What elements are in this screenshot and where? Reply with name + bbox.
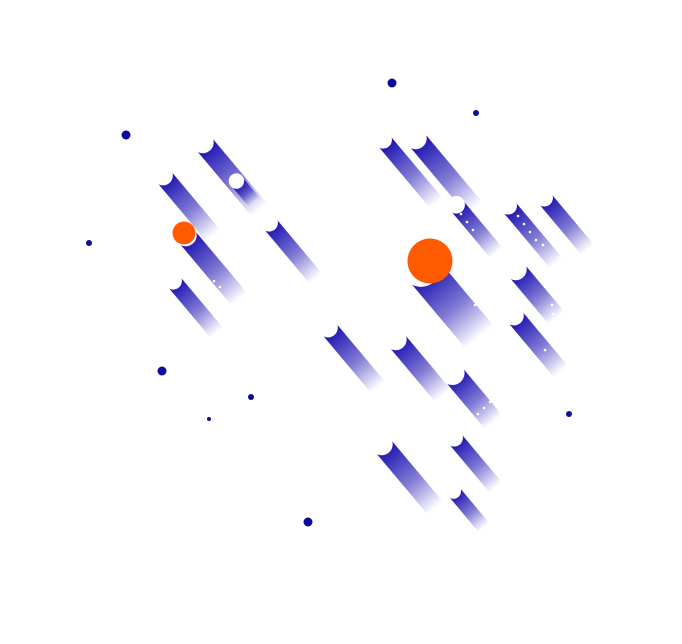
scattered-dots bbox=[86, 78, 572, 527]
meteor-streak bbox=[164, 271, 223, 338]
blue-dot bbox=[303, 517, 313, 527]
blue-dot bbox=[157, 366, 167, 376]
blue-dot bbox=[248, 394, 254, 400]
meteor-streak bbox=[374, 130, 443, 209]
orange-circles bbox=[172, 221, 453, 284]
meteor-streak bbox=[318, 317, 386, 394]
sparkle bbox=[541, 243, 545, 247]
sparkle bbox=[534, 238, 538, 242]
sparkle bbox=[528, 230, 532, 234]
blue-dot bbox=[207, 417, 211, 421]
sparkle bbox=[482, 406, 486, 410]
blue-dot bbox=[121, 130, 131, 140]
sparkle bbox=[543, 348, 547, 352]
orange-circle bbox=[172, 221, 196, 245]
sparkle bbox=[522, 222, 526, 226]
orange-circle bbox=[407, 238, 453, 284]
sparkle bbox=[551, 312, 555, 316]
meteor-streak bbox=[384, 328, 451, 403]
meteor-streak bbox=[445, 483, 490, 532]
meteor-streak bbox=[447, 195, 503, 259]
sparkle bbox=[459, 212, 463, 216]
white-sparkles bbox=[212, 212, 555, 416]
meteor-streak bbox=[535, 188, 594, 255]
meteor-streak bbox=[499, 196, 563, 269]
meteor-streak bbox=[260, 213, 323, 284]
sparkle bbox=[471, 228, 475, 232]
sparkle bbox=[212, 279, 216, 283]
meteor-streak bbox=[370, 433, 444, 515]
blue-dot bbox=[473, 110, 479, 116]
meteor-streaks bbox=[153, 127, 594, 532]
sparkle bbox=[550, 303, 554, 307]
meteor-streak bbox=[440, 360, 502, 430]
sparkle bbox=[474, 293, 478, 297]
meteor-streak bbox=[228, 173, 260, 207]
meteor-streak bbox=[153, 165, 221, 242]
sparkle bbox=[516, 214, 520, 218]
sparkle bbox=[476, 412, 480, 416]
sparkle bbox=[465, 220, 469, 224]
sparkle bbox=[218, 285, 222, 289]
meteor-streak bbox=[191, 131, 268, 217]
sparkle bbox=[472, 283, 476, 287]
meteor-streak bbox=[404, 127, 483, 215]
meteor-streak bbox=[445, 428, 502, 493]
meteor-streak bbox=[504, 305, 568, 378]
blue-dot bbox=[86, 240, 92, 246]
meteor-streak bbox=[504, 258, 565, 325]
blue-dot bbox=[387, 78, 397, 88]
blue-dot bbox=[566, 411, 572, 417]
sparkle bbox=[488, 400, 492, 404]
sparkle bbox=[473, 303, 477, 307]
